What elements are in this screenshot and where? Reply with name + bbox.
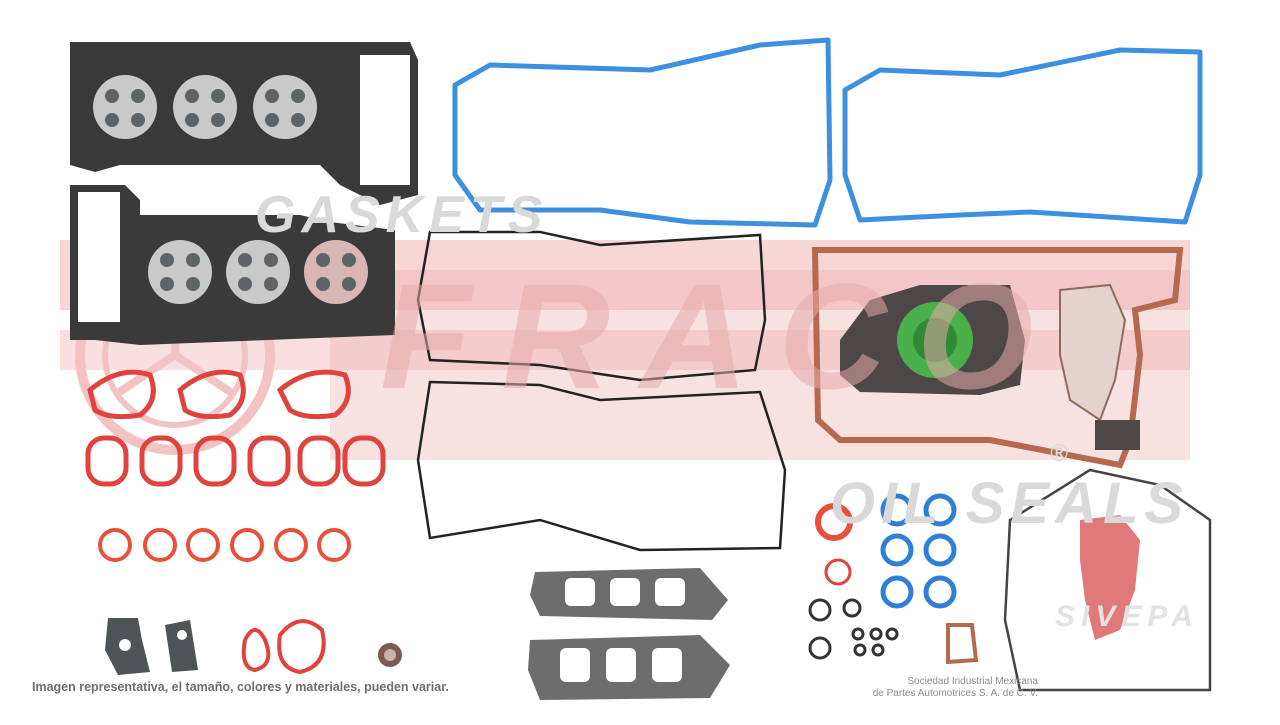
oil-pan-gasket (811, 247, 1184, 469)
watermark-registered: ® (1050, 440, 1068, 467)
disclaimer-text: Imagen representativa, el tamaño, colore… (32, 680, 449, 694)
exhaust-manifold-gasket-1 (530, 568, 728, 620)
watermark-oil-seals: OIL SEALS (830, 471, 1190, 536)
watermark-sivepa: SIVEPA (1055, 600, 1199, 633)
valve-cover-gasket-4 (416, 380, 787, 552)
watermark-brand: FRACO (380, 252, 1064, 420)
o-ring-set-blue (880, 493, 957, 609)
company-line-2: de Partes Automotrices S. A. de C. V. (872, 688, 1038, 699)
company-caption: Sociedad Industrial Mexicana de Partes A… (873, 676, 1038, 700)
valve-cover-gasket-1 (452, 37, 833, 228)
intake-port-gaskets (85, 435, 386, 487)
exhaust-manifold-gasket-2 (528, 635, 730, 700)
valve-cover-gasket-2 (842, 47, 1203, 225)
small-seal-set (808, 503, 979, 665)
watermark-gaskets: GASKETS (255, 186, 549, 244)
cylinder-head-gasket-1 (70, 42, 418, 205)
company-line-1: Sociedad Industrial Mexicana (907, 676, 1038, 687)
cylinder-head-gasket-2 (70, 185, 395, 345)
valve-cover-gasket-3 (416, 230, 767, 382)
intake-gasket-set-upper (87, 369, 351, 420)
timing-cover-gasket (1003, 468, 1212, 692)
o-ring-set-orange (98, 528, 351, 562)
misc-small-gaskets (105, 618, 402, 675)
